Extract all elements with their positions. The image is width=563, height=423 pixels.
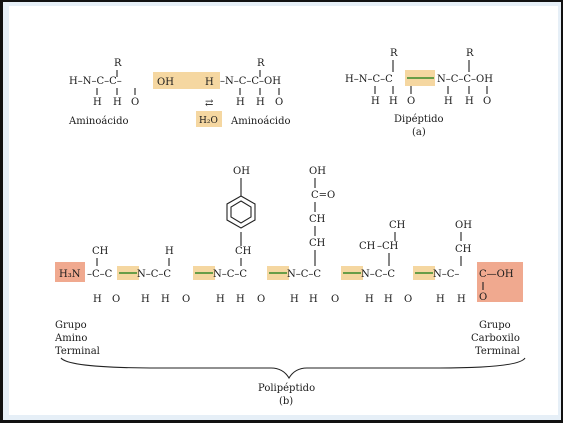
svg-text:H: H	[290, 294, 299, 305]
svg-text:OH: OH	[233, 166, 250, 177]
svg-text:O: O	[112, 294, 120, 305]
dipeptide-label: Dipéptido	[394, 114, 444, 125]
svg-text:R: R	[114, 58, 122, 69]
svg-text:CH: CH	[359, 241, 376, 252]
svg-text:N–C–C: N–C–C	[287, 269, 321, 280]
carboxyl-group: C—OH	[479, 269, 514, 280]
svg-text:H: H	[444, 96, 453, 107]
svg-text:H: H	[236, 97, 245, 108]
svg-text:H: H	[216, 294, 225, 305]
svg-text:O: O	[404, 294, 412, 305]
svg-text:O: O	[275, 97, 283, 108]
amino-terminal-label: Grupo Amino Terminal	[54, 320, 100, 357]
svg-text:Terminal: Terminal	[475, 346, 520, 357]
hydroxyl-highlight	[153, 72, 201, 89]
svg-text:H: H	[165, 246, 174, 257]
hydrogen-text: H	[205, 77, 214, 88]
svg-text:O: O	[257, 294, 265, 305]
svg-text:H: H	[309, 294, 318, 305]
svg-text:CH: CH	[455, 244, 472, 255]
svg-text:OH: OH	[455, 220, 472, 231]
svg-text:H: H	[465, 96, 474, 107]
svg-text:O: O	[331, 294, 339, 305]
svg-text:Terminal: Terminal	[55, 346, 100, 357]
polypeptide-label: Polipéptido	[258, 383, 315, 394]
svg-text:N–C–C: N–C–C	[137, 269, 171, 280]
svg-text:CH: CH	[92, 246, 109, 257]
equilibrium-arrow-icon: ⇄	[205, 98, 214, 109]
amino-terminal-highlight	[55, 262, 85, 282]
water-highlight	[196, 111, 222, 127]
svg-text:–C–C: –C–C	[87, 269, 113, 280]
svg-text:H: H	[113, 97, 122, 108]
svg-text:H: H	[141, 294, 150, 305]
part-b-tag: (b)	[279, 396, 293, 407]
hydroxyl-text: OH	[157, 77, 174, 88]
svg-text:–CH: –CH	[377, 241, 399, 252]
svg-text:O: O	[483, 96, 491, 107]
svg-text:H: H	[365, 294, 374, 305]
svg-text:H: H	[256, 97, 265, 108]
svg-text:N–C–: N–C–	[433, 269, 459, 280]
svg-text:CH: CH	[309, 238, 326, 249]
svg-text:H: H	[436, 294, 445, 305]
svg-text:N–C–C: N–C–C	[213, 269, 247, 280]
water-label: H₂O	[199, 116, 218, 126]
svg-text:Carboxilo: Carboxilo	[471, 333, 520, 344]
carboxyl-terminal-label: Grupo Carboxilo Terminal	[471, 320, 520, 357]
svg-text:N–C–C: N–C–C	[361, 269, 395, 280]
hydrogen-highlight	[192, 72, 220, 89]
svg-text:R: R	[466, 48, 474, 59]
svg-text:CH: CH	[235, 246, 252, 257]
svg-text:CH: CH	[309, 214, 326, 225]
svg-text:Grupo: Grupo	[55, 320, 87, 331]
svg-text:C=O: C=O	[311, 190, 335, 201]
svg-text:H: H	[371, 96, 380, 107]
svg-text:O: O	[407, 96, 415, 107]
svg-text:CH: CH	[389, 220, 406, 231]
right-amino-label: Aminoácido	[230, 116, 291, 127]
carboxyl-terminal-highlight	[477, 262, 523, 302]
svg-text:H: H	[236, 294, 245, 305]
svg-text:R: R	[390, 48, 398, 59]
amine-group: H₃N	[59, 269, 81, 280]
carboxyl-oxygen: O	[479, 292, 487, 303]
svg-text:R: R	[257, 58, 265, 69]
svg-text:O: O	[131, 97, 139, 108]
svg-text:N–C–C–OH: N–C–C–OH	[437, 74, 493, 85]
svg-text:OH: OH	[309, 166, 326, 177]
polypeptide-brace	[60, 357, 526, 380]
svg-text:Amino: Amino	[54, 333, 87, 344]
svg-text:H: H	[457, 294, 466, 305]
svg-text:H: H	[389, 96, 398, 107]
svg-text:H: H	[384, 294, 393, 305]
svg-text:O: O	[182, 294, 190, 305]
svg-text:H–N–C–C–: H–N–C–C–	[69, 76, 122, 87]
svg-text:Grupo: Grupo	[479, 320, 511, 331]
svg-text:–N–C–C–OH: –N–C–C–OH	[220, 76, 281, 87]
part-a-tag: (a)	[412, 127, 426, 138]
svg-text:H: H	[93, 97, 102, 108]
svg-text:H: H	[161, 294, 170, 305]
svg-text:H: H	[93, 294, 102, 305]
svg-text:H–N–C–C: H–N–C–C	[345, 74, 393, 85]
left-amino-label: Aminoácido	[68, 116, 129, 127]
